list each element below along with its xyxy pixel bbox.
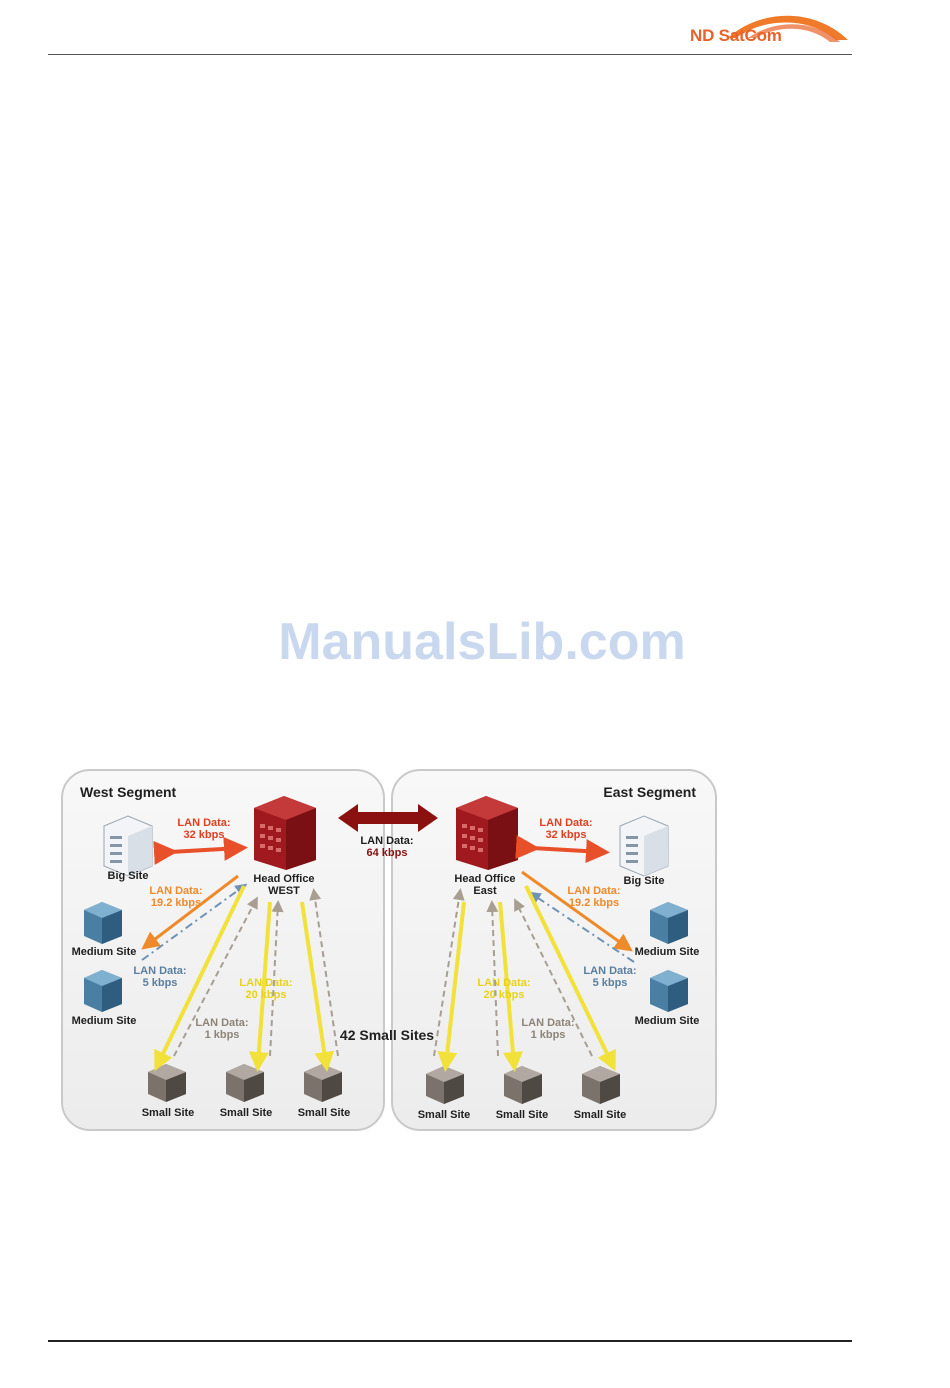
east-big-site-label: Big Site bbox=[624, 875, 665, 887]
west-small-site-3-label: Small Site bbox=[298, 1107, 351, 1119]
west-big-link-label-1: LAN Data: bbox=[177, 817, 230, 829]
west-medium-link-label-1: LAN Data: bbox=[149, 885, 202, 897]
header-divider bbox=[48, 54, 852, 55]
east-medium-site-2-label: Medium Site bbox=[635, 1015, 700, 1027]
east-small-link-arrow-2 bbox=[498, 901, 523, 1072]
watermark: ManualsLib.com bbox=[278, 613, 686, 671]
east-small-link-label-1: LAN Data: bbox=[477, 977, 530, 989]
east-medium-site-2-icon bbox=[650, 970, 688, 1012]
head-office-east-label-2: East bbox=[473, 885, 497, 897]
west-small-site-2-icon bbox=[226, 1064, 264, 1102]
east-small-site-3-label: Small Site bbox=[574, 1109, 627, 1121]
west-big-link-label-2: 32 kbps bbox=[184, 829, 225, 841]
company-logo: ND SatCom bbox=[690, 26, 782, 45]
head-office-west-icon bbox=[254, 796, 316, 870]
east-small-return-label-1: LAN Data: bbox=[521, 1017, 574, 1029]
west-medium-site-2-label: Medium Site bbox=[72, 1015, 137, 1027]
east-small-site-3-icon bbox=[582, 1066, 620, 1104]
east-small-return-arrow-3 bbox=[514, 898, 593, 1057]
west-small-link-label-1: LAN Data: bbox=[239, 977, 292, 989]
west-big-site-label: Big Site bbox=[108, 870, 149, 882]
west-small-link-arrow-3 bbox=[300, 901, 335, 1072]
inter-link-label-1: LAN Data: bbox=[360, 835, 413, 847]
small-sites-count-label: 42 Small Sites bbox=[340, 1027, 434, 1043]
inter-link-label-2: 64 kbps bbox=[367, 847, 408, 859]
logo-swoosh-icon bbox=[728, 15, 848, 42]
west-small-return-arrow-2 bbox=[269, 900, 284, 1057]
west-medium-return-label-2: 5 kbps bbox=[143, 977, 178, 989]
head-office-west-label-1: Head Office bbox=[253, 873, 314, 885]
east-medium-site-1-icon bbox=[650, 902, 688, 944]
west-medium-return-label-1: LAN Data: bbox=[133, 965, 186, 977]
east-small-return-arrow-1 bbox=[433, 888, 465, 1057]
west-medium-link-arrow bbox=[141, 874, 239, 950]
east-medium-link-arrow bbox=[521, 870, 633, 952]
east-medium-link-label-1: LAN Data: bbox=[567, 885, 620, 897]
west-medium-return-arrow bbox=[141, 883, 248, 961]
east-medium-return-arrow bbox=[528, 891, 635, 963]
east-medium-return-label-1: LAN Data: bbox=[583, 965, 636, 977]
east-small-link-arrow-1 bbox=[437, 901, 466, 1072]
east-small-site-1-icon bbox=[426, 1066, 464, 1104]
east-medium-site-1-label: Medium Site bbox=[635, 946, 700, 958]
footer-divider bbox=[48, 1340, 852, 1342]
head-office-west-label-2: WEST bbox=[268, 885, 300, 897]
east-small-return-arrow-2 bbox=[486, 900, 499, 1057]
network-diagram: West Segment East Segment LAN Data: 64 k… bbox=[61, 769, 717, 1131]
west-small-site-1-label: Small Site bbox=[142, 1107, 195, 1119]
west-big-site-icon bbox=[103, 815, 153, 877]
head-office-east-icon bbox=[456, 796, 518, 870]
west-small-sites bbox=[148, 1064, 342, 1102]
east-medium-link-label-2: 19.2 kbps bbox=[569, 897, 619, 909]
east-small-site-2-label: Small Site bbox=[496, 1109, 549, 1121]
east-medium-return-label-2: 5 kbps bbox=[593, 977, 628, 989]
west-small-return-label-2: 1 kbps bbox=[205, 1029, 240, 1041]
west-small-link-arrow-1 bbox=[154, 885, 246, 1072]
east-small-return-label-2: 1 kbps bbox=[531, 1029, 566, 1041]
west-segment-title: West Segment bbox=[80, 784, 177, 800]
east-big-site-icon bbox=[619, 815, 669, 877]
west-small-link-arrow-2 bbox=[248, 901, 272, 1072]
west-medium-site-1-label: Medium Site bbox=[72, 946, 137, 958]
east-small-sites bbox=[426, 1066, 620, 1104]
east-small-link-label-2: 20 kbps bbox=[484, 989, 525, 1001]
east-segment-title: East Segment bbox=[603, 784, 696, 800]
east-big-link-label-1: LAN Data: bbox=[539, 817, 592, 829]
west-medium-site-2-icon bbox=[84, 970, 122, 1012]
head-office-east-label-1: Head Office bbox=[454, 873, 515, 885]
west-medium-site-1-icon bbox=[84, 902, 122, 944]
east-big-link-label-2: 32 kbps bbox=[546, 829, 587, 841]
west-small-return-arrow-3 bbox=[309, 888, 339, 1057]
west-small-return-label-1: LAN Data: bbox=[195, 1017, 248, 1029]
west-medium-link-label-2: 19.2 kbps bbox=[151, 897, 201, 909]
west-small-link-label-2: 20 kbps bbox=[246, 989, 287, 1001]
east-big-link-arrow bbox=[515, 835, 610, 864]
east-small-site-1-label: Small Site bbox=[418, 1109, 471, 1121]
east-small-link-arrow-3 bbox=[524, 885, 616, 1072]
west-big-link-arrow bbox=[153, 836, 248, 865]
west-small-site-2-label: Small Site bbox=[220, 1107, 273, 1119]
west-small-site-3-icon bbox=[304, 1064, 342, 1102]
inter-office-link bbox=[338, 804, 438, 832]
